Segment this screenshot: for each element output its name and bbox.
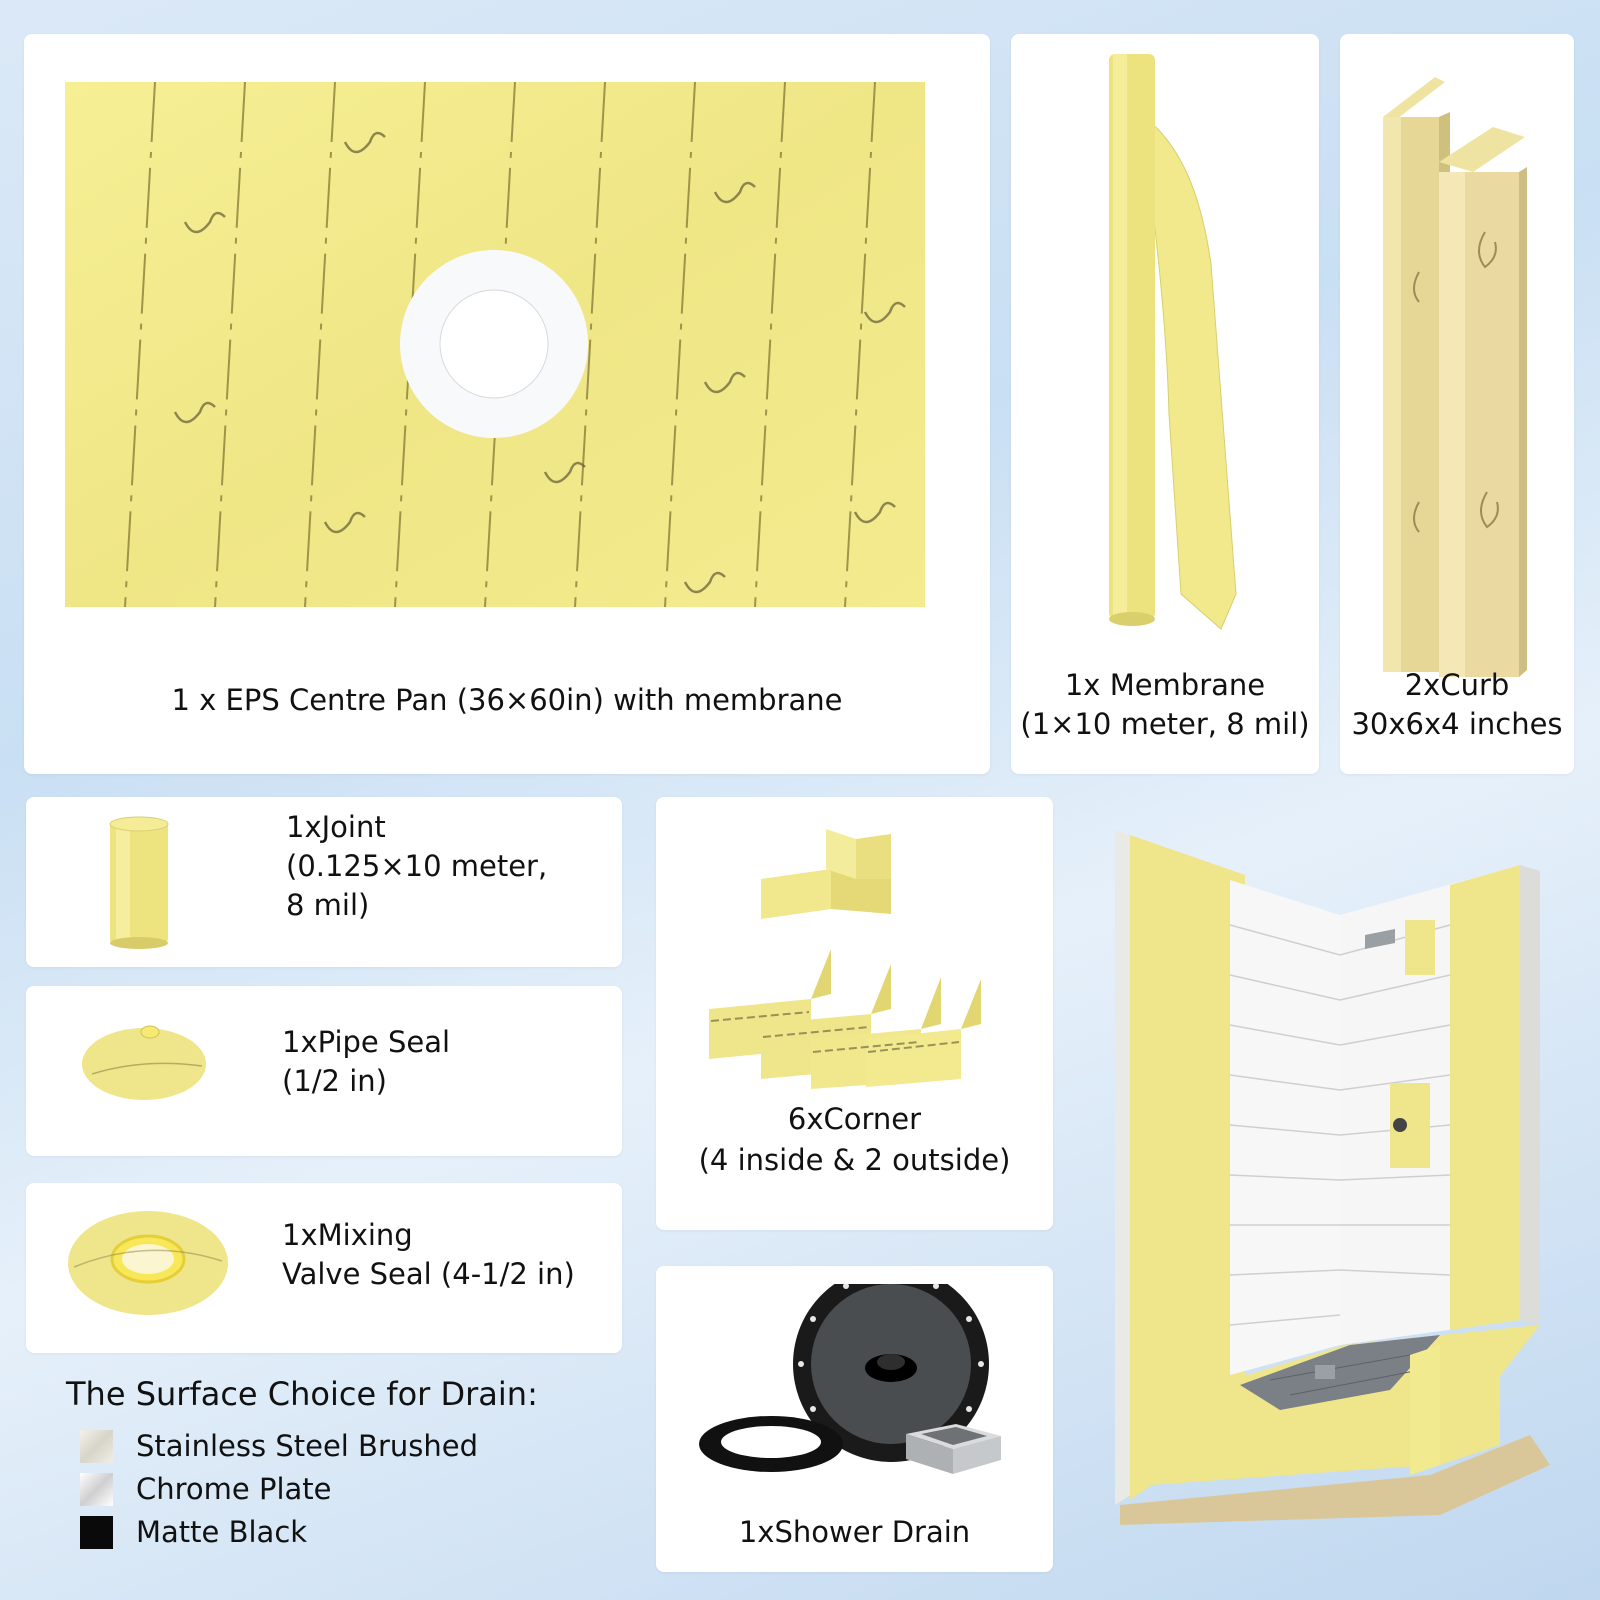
surface-option-chrome: Chrome Plate xyxy=(80,1472,332,1506)
shower-drain-image xyxy=(699,1284,1001,1474)
valve-seal-label-line1: 1xMixing xyxy=(282,1218,413,1252)
chrome-swatch xyxy=(80,1472,113,1506)
corners-image xyxy=(709,829,981,1089)
valve-seal-label-line2: Valve Seal (4-1/2 in) xyxy=(282,1257,575,1291)
valve-seal-image xyxy=(68,1211,228,1315)
membrane-label-line2: (1×10 meter, 8 mil) xyxy=(1020,707,1310,741)
surface-option-label: Chrome Plate xyxy=(136,1472,332,1506)
joint-roll-image xyxy=(109,816,169,949)
curb-label-line2: 30x6x4 inches xyxy=(1351,707,1563,741)
surface-choice-title: The Surface Choice for Drain: xyxy=(66,1375,538,1413)
pipe-seal-label-line1: 1xPipe Seal xyxy=(282,1025,451,1059)
pan-card: 1 x EPS Centre Pan (36×60in) with membra… xyxy=(24,34,990,774)
corner-card: 6xCorner (4 inside & 2 outside) xyxy=(656,797,1053,1230)
pipe-seal-card: 1xPipe Seal (1/2 in) xyxy=(26,986,622,1156)
pipe-seal-image xyxy=(82,1025,206,1100)
membrane-label-line1: 1x Membrane xyxy=(1064,668,1266,702)
matte-black-swatch xyxy=(80,1515,113,1549)
membrane-roll-image xyxy=(1109,54,1237,630)
joint-label-line3: 8 mil) xyxy=(286,888,370,922)
pipe-seal-label-line2: (1/2 in) xyxy=(282,1064,387,1098)
curb-image xyxy=(1383,77,1527,677)
valve-seal-card: 1xMixing Valve Seal (4-1/2 in) xyxy=(26,1183,622,1353)
membrane-card: 1x Membrane (1×10 meter, 8 mil) xyxy=(1011,34,1319,774)
joint-card: 1xJoint (0.125×10 meter, 8 mil) xyxy=(26,797,622,967)
surface-option-brushed: Stainless Steel Brushed xyxy=(80,1429,478,1463)
curb-card: 2xCurb 30x6x4 inches xyxy=(1340,34,1574,774)
surface-option-label: Stainless Steel Brushed xyxy=(136,1429,478,1463)
curb-label-line1: 2xCurb xyxy=(1404,668,1510,702)
drain-label: 1xShower Drain xyxy=(738,1515,971,1549)
corner-label-line1: 6xCorner xyxy=(787,1102,922,1136)
joint-label-line1: 1xJoint xyxy=(286,810,386,844)
shower-installation-image xyxy=(1115,830,1550,1525)
surface-option-label: Matte Black xyxy=(136,1515,308,1549)
surface-option-matte-black: Matte Black xyxy=(80,1515,307,1549)
joint-label-line2: (0.125×10 meter, xyxy=(286,849,548,883)
drain-card: 1xShower Drain xyxy=(656,1266,1053,1572)
brushed-swatch xyxy=(80,1429,113,1463)
corner-label-line2: (4 inside & 2 outside) xyxy=(698,1143,1011,1177)
pan-label: 1 x EPS Centre Pan (36×60in) with membra… xyxy=(171,683,843,717)
pan-image xyxy=(65,82,925,607)
